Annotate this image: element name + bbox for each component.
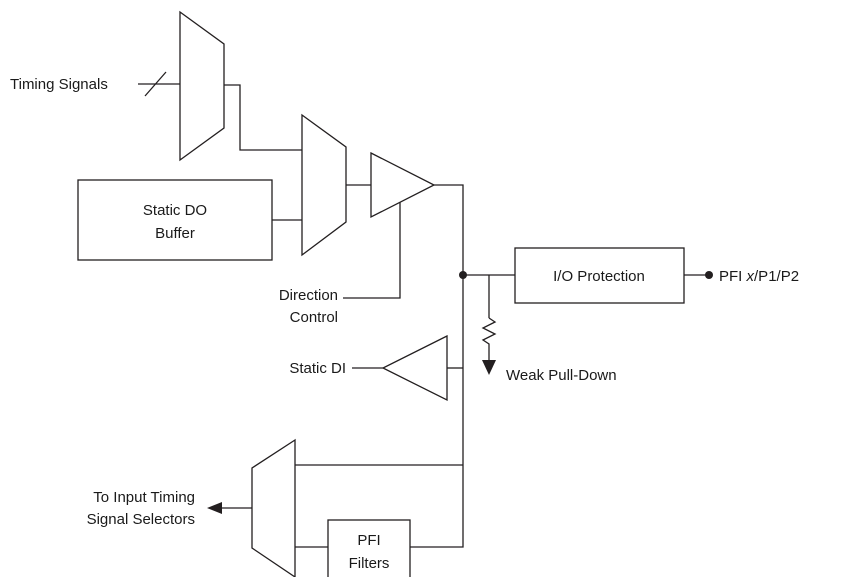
pull-down-resistor <box>481 317 497 360</box>
left-arrow-icon <box>207 502 222 514</box>
io-protection-box <box>514 247 685 304</box>
to-input-timing-label-line2: Signal Selectors <box>87 511 195 528</box>
weak-pull-down-label: Weak Pull-Down <box>506 367 617 384</box>
io-protection-label: I/O Protection <box>553 268 645 285</box>
bus-slash <box>144 71 167 97</box>
pfi-filters-label-line1: PFI <box>357 532 380 549</box>
bus-to-pfi-filters-wire <box>410 465 464 548</box>
ground-arrow-icon <box>482 360 496 375</box>
static-do-buffer-label-line1: Static DO <box>143 202 207 219</box>
output-driver-buffer <box>370 151 436 219</box>
static-do-buffer-label-line2: Buffer <box>155 225 195 242</box>
static-do-buffer-box <box>77 179 273 261</box>
wires <box>138 71 709 548</box>
main-junction-dot <box>459 271 467 279</box>
to-input-timing-label-line1: To Input Timing <box>93 489 195 506</box>
pfi-output-label: PFI x/P1/P2 <box>719 268 799 285</box>
pfi-output-prefix: PFI <box>719 268 747 285</box>
pfi-filters-label-line2: Filters <box>349 555 390 572</box>
input-select-mux <box>251 438 296 577</box>
timing-signals-label: Timing Signals <box>10 76 108 93</box>
static-di-label: Static DI <box>289 360 346 377</box>
timing-signal-mux <box>179 10 225 162</box>
direction-control-wire <box>343 202 401 299</box>
driver-to-node-wire <box>434 184 464 275</box>
components <box>77 10 685 577</box>
direction-control-label-line1: Direction <box>279 287 338 304</box>
pfi-output-suffix: /P1/P2 <box>754 268 799 285</box>
output-select-mux <box>301 113 347 257</box>
pin-terminal-dot <box>705 271 713 279</box>
direction-control-label-line2: Control <box>290 309 338 326</box>
mux1-to-mux2-wire <box>224 84 302 151</box>
labels: Timing Signals Static DO Buffer Directio… <box>10 76 799 572</box>
pfi-output-italic: x <box>746 268 755 285</box>
pfi-filters-box <box>327 519 411 577</box>
static-di-input-buffer <box>381 334 448 402</box>
